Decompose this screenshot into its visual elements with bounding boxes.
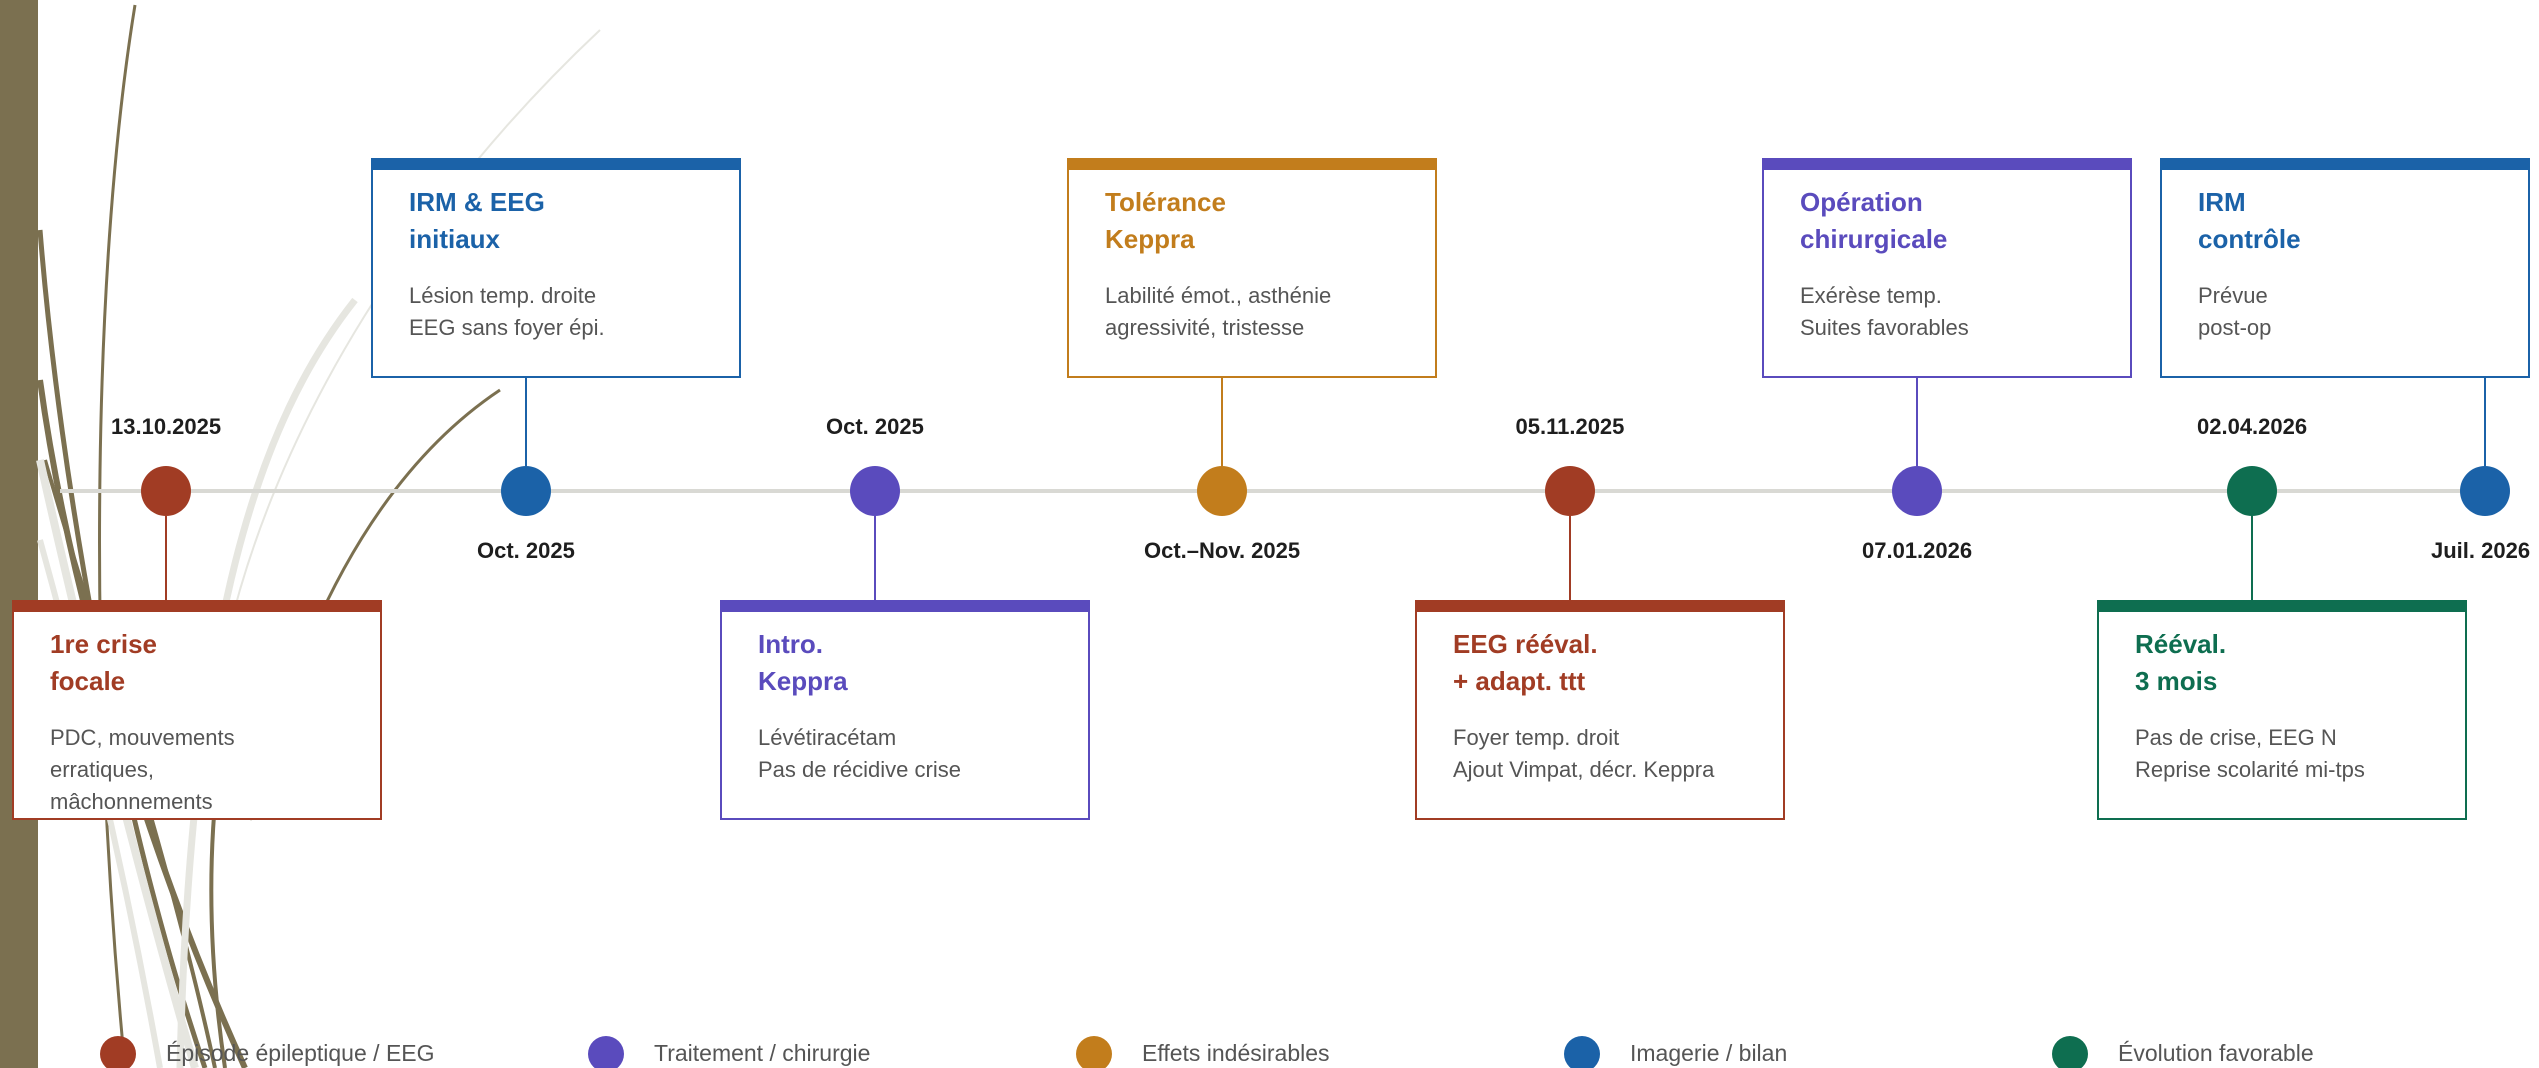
event-date: Juil. 2026 [2431, 538, 2531, 563]
legend-color-dot [2052, 1036, 2088, 1068]
event-marker-imagerie [2460, 466, 2510, 516]
event-description-line: Pas de récidive crise [758, 757, 961, 782]
event-title-line: Tolérance [1105, 187, 1226, 217]
event-title: EEG rééval. + adapt. ttt [1453, 626, 1747, 700]
event-title: IRM & EEG initiaux [409, 184, 703, 258]
event-date: 07.01.2026 [1862, 538, 1973, 563]
legend-item-effets: Effets indésirables [1076, 1036, 1496, 1068]
timeline-axis [60, 489, 2500, 493]
event-title-line: Opération [1800, 187, 1923, 217]
legend-item-evolution: Évolution favorable [2052, 1036, 2472, 1068]
event-description-line: Prévue [2198, 283, 2268, 308]
event-title-line: EEG rééval. [1453, 629, 1598, 659]
event-description: Prévue post-op [2198, 280, 2492, 344]
event-title-line: Keppra [758, 666, 848, 696]
event-date: 05.11.2025 [1515, 414, 1625, 439]
event-title-line: IRM [2198, 187, 2246, 217]
event-marker-episode [141, 466, 191, 516]
event-description-line: mâchonnements [50, 789, 213, 814]
event-marker-traitement [1892, 466, 1942, 516]
event-title-line: chirurgicale [1800, 224, 1948, 254]
event-marker-episode [1545, 466, 1595, 516]
legend-label: Évolution favorable [2118, 1040, 2314, 1066]
event-description-line: post-op [2198, 315, 2272, 340]
event-marker-evolution [2227, 466, 2277, 516]
event-title: Opération chirurgicale [1800, 184, 2094, 258]
event-description-line: Suites favorables [1800, 315, 1969, 340]
event-description-line: PDC, mouvements [50, 725, 235, 750]
legend-label: Épisode épileptique / EEG [166, 1040, 435, 1066]
event-title: IRM contrôle [2198, 184, 2492, 258]
event-description-line: Lévétiracétam [758, 725, 897, 750]
event-description-line: Ajout Vimpat, décr. Keppra [1453, 757, 1715, 782]
event-marker-effets [1197, 466, 1247, 516]
event-description-line: EEG sans foyer épi. [409, 315, 605, 340]
event-description-line: agressivité, tristesse [1105, 315, 1305, 340]
event-connector [2251, 516, 2253, 600]
legend-item-traitement: Traitement / chirurgie [588, 1036, 1008, 1068]
legend-label: Effets indésirables [1142, 1040, 1330, 1066]
event-title-line: contrôle [2198, 224, 2301, 254]
event-description-line: Pas de crise, EEG N [2135, 725, 2337, 750]
event-connector [1221, 378, 1223, 466]
event-description-line: Exérèse temp. [1800, 283, 1942, 308]
event-title-line: 3 mois [2135, 666, 2218, 696]
event-title-line: Rééval. [2135, 629, 2227, 659]
legend-color-dot [100, 1036, 136, 1068]
event-title: Intro. Keppra [758, 626, 1052, 700]
event-description: PDC, mouvements erratiques, mâchonnements [50, 722, 344, 818]
legend-color-dot [1076, 1036, 1112, 1068]
event-date: Oct.–Nov. 2025 [1144, 538, 1301, 563]
event-marker-traitement [850, 466, 900, 516]
event-connector [2484, 378, 2486, 466]
legend-color-dot [588, 1036, 624, 1068]
event-date: 02.04.2026 [2197, 414, 2308, 439]
event-date: 13.10.2025 [111, 414, 222, 439]
event-title: 1re crise focale [50, 626, 344, 700]
legend-item-imagerie: Imagerie / bilan [1564, 1036, 1984, 1068]
event-connector [165, 516, 167, 600]
event-title-line: Intro. [758, 629, 823, 659]
event-title: Rééval. 3 mois [2135, 626, 2429, 700]
event-title-line: + adapt. ttt [1453, 666, 1586, 696]
event-title-line: initiaux [409, 224, 501, 254]
event-title-line: focale [50, 666, 126, 696]
event-connector [1569, 516, 1571, 600]
event-title-line: IRM & EEG [409, 187, 545, 217]
event-title-line: 1re crise [50, 629, 157, 659]
event-description-line: Reprise scolarité mi-tps [2135, 757, 2365, 782]
event-description-line: Lésion temp. droite [409, 283, 597, 308]
event-connector [525, 378, 527, 466]
decorative-side-bar [0, 0, 38, 1068]
legend-label: Imagerie / bilan [1630, 1040, 1788, 1066]
event-description-line: Foyer temp. droit [1453, 725, 1620, 750]
event-date: Oct. 2025 [477, 538, 575, 563]
event-connector [874, 516, 876, 600]
event-description: Labilité émot., asthénie agressivité, tri… [1105, 280, 1399, 344]
event-description-line: Labilité émot., asthénie [1105, 283, 1332, 308]
event-description: Pas de crise, EEG N Reprise scolarité mi-… [2135, 722, 2429, 786]
event-marker-imagerie [501, 466, 551, 516]
event-connector [1916, 378, 1918, 466]
legend-item-episode: Épisode épileptique / EEG [100, 1036, 520, 1068]
event-title-line: Keppra [1105, 224, 1195, 254]
event-date: Oct. 2025 [826, 414, 924, 439]
event-description-line: erratiques, [50, 757, 154, 782]
event-description: Exérèse temp. Suites favorables [1800, 280, 2094, 344]
legend-color-dot [1564, 1036, 1600, 1068]
legend-label: Traitement / chirurgie [654, 1040, 871, 1066]
